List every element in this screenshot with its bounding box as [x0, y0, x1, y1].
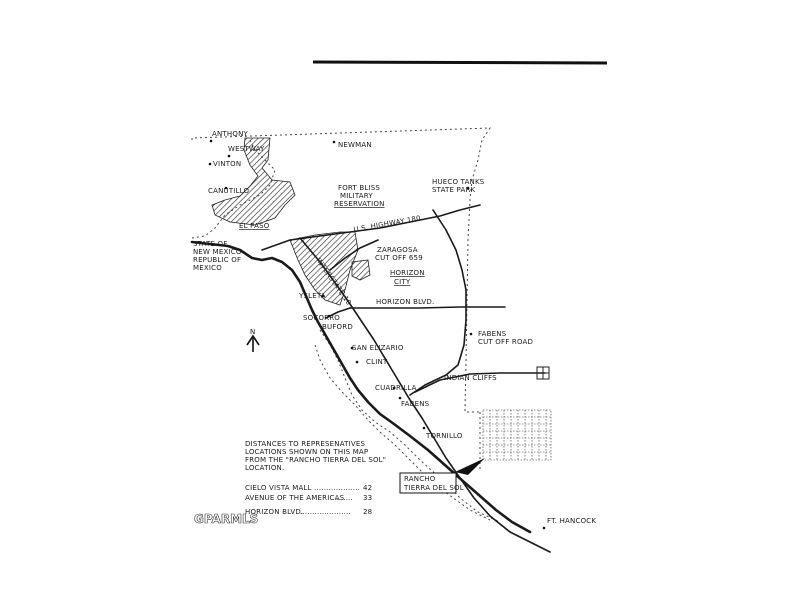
- distance-row-name: AVENUE OF THE AMERICAS: [245, 494, 345, 502]
- label-anthony: ANTHONY: [212, 130, 249, 138]
- label-us-highway: U.S. HIGHWAY 180: [353, 214, 421, 234]
- distances-heading-1: DISTANCES TO REPRESENATIVES: [245, 440, 366, 448]
- rio-grande: [190, 240, 532, 534]
- label-fort-bliss-2: MILITARY: [340, 192, 373, 200]
- distances-heading-4: LOCATION.: [245, 464, 284, 472]
- distances-heading-2: LOCATIONS SHOWN ON THIS MAP: [245, 448, 368, 456]
- label-buford: BUFORD: [322, 323, 353, 331]
- label-ysleta: YSLETA: [298, 292, 326, 300]
- county-boundary: [191, 127, 491, 470]
- horizon-area: [351, 259, 371, 281]
- label-el-paso: EL PASO: [239, 222, 270, 230]
- us-highway-180: [261, 204, 481, 251]
- fabens-cutoff-road: [409, 209, 467, 396]
- distance-row-name: HORIZON BLVD.: [245, 508, 303, 516]
- label-canutillo: CANUTILLO: [208, 187, 250, 195]
- distance-row-value: 28: [363, 508, 372, 516]
- distances-heading-3: FROM THE "RANCHO TIERRA DEL SOL": [245, 456, 386, 464]
- label-tornillo: TORNILLO: [425, 432, 463, 440]
- label-hueco-tanks-2: STATE PARK: [432, 186, 476, 194]
- label-horizon-city-2: CITY: [394, 278, 411, 286]
- distance-row-value: 33: [363, 494, 372, 502]
- label-rancho-1: RANCHO: [404, 475, 436, 483]
- label-indian-cliffs: INDIAN CLIFFS: [444, 374, 497, 382]
- interstate-10: [299, 237, 551, 553]
- indian-cliffs-road: [414, 372, 546, 393]
- distance-row-dots: ...................: [314, 484, 360, 492]
- watermark-logo: GPARMLS: [194, 512, 258, 526]
- label-horizon-city-1: HORIZON: [390, 269, 425, 277]
- label-rancho-2: TIERRA DEL SOL: [403, 484, 464, 492]
- distances-legend: DISTANCES TO REPRESENATIVES LOCATIONS SH…: [245, 440, 386, 516]
- distance-row-dots: .......: [336, 494, 353, 502]
- label-hueco-tanks-1: HUECO TANKS: [432, 178, 485, 186]
- label-fort-bliss-3: RESERVATION: [334, 200, 385, 208]
- label-clint: CLINT: [366, 358, 388, 366]
- label-newman: NEWMAN: [338, 141, 372, 149]
- label-zaragosa-2: CUT OFF 659: [375, 254, 423, 262]
- label-fabens: FABENS: [401, 400, 430, 408]
- el-paso-city-area: [211, 137, 296, 226]
- north-arrow: N: [246, 328, 260, 352]
- label-horizon-blvd: HORIZON BLVD.: [376, 298, 434, 306]
- rancho-grid: [482, 409, 552, 461]
- label-zaragosa-1: ZARAGOSA: [377, 246, 418, 254]
- distance-row-name: CIELO VISTA MALL: [245, 484, 312, 492]
- rancho-pointer: [455, 458, 485, 475]
- label-fabens-cutoff-1: FABENS: [478, 330, 507, 338]
- label-westway: WESTWAY: [228, 145, 265, 153]
- label-state-nm-2: NEW MEXICO: [193, 248, 242, 256]
- label-socorro: SOCORRO: [303, 314, 340, 322]
- place-dots: [208, 139, 546, 530]
- label-republic-mexico-1: REPUBLIC OF: [193, 256, 241, 264]
- label-state-nm-1: STATE OF: [193, 240, 227, 248]
- rancho-label-box: [399, 472, 457, 494]
- label-republic-mexico-2: MEXICO: [193, 264, 222, 272]
- zaragosa-road: [329, 239, 379, 271]
- label-fabens-cutoff-2: CUT OFF ROAD: [478, 338, 533, 346]
- label-cuadrilla: CUADRILLA: [375, 384, 417, 392]
- label-ft-hancock: FT. HANCOCK: [547, 517, 596, 525]
- label-vinton: VINTON: [213, 160, 241, 168]
- horizon-blvd: [349, 306, 506, 309]
- label-san-elizario: SAN ELIZARIO: [352, 344, 404, 352]
- north-label: N: [250, 328, 255, 336]
- top-rule: [312, 60, 608, 65]
- label-fort-bliss-1: FORT BLISS: [338, 184, 380, 192]
- distance-row-dots: .....................: [300, 508, 351, 516]
- distance-row-value: 42: [363, 484, 372, 492]
- floodplain-boundary-west: [314, 344, 491, 521]
